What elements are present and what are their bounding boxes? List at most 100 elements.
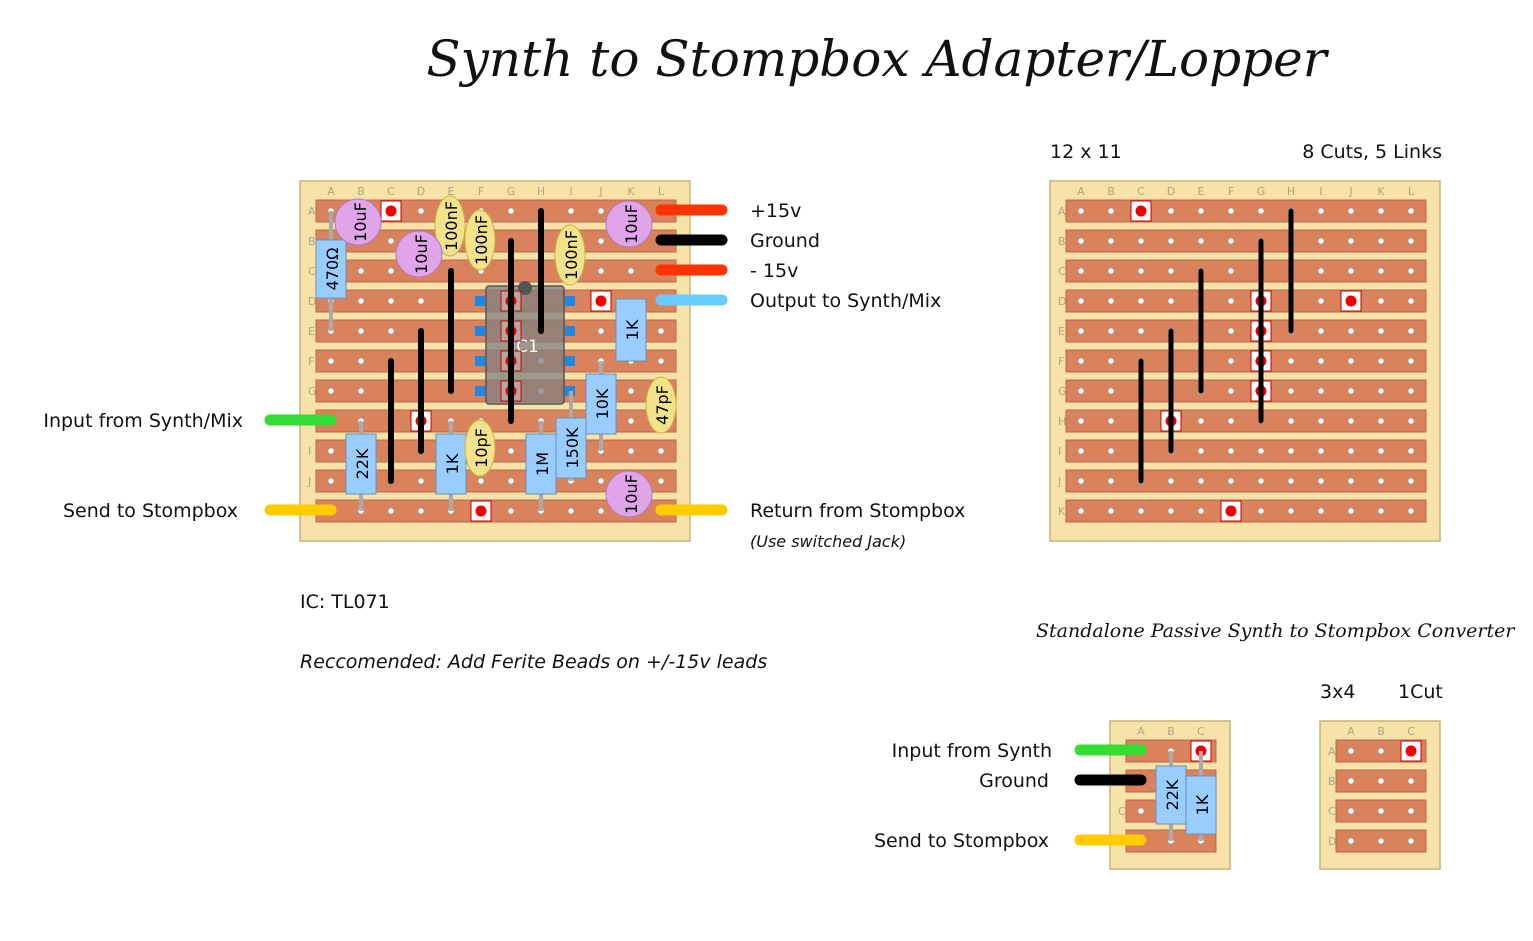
hole bbox=[1377, 747, 1385, 755]
hole bbox=[1167, 297, 1175, 305]
hole bbox=[327, 477, 335, 485]
hole bbox=[1197, 417, 1205, 425]
hole bbox=[387, 237, 395, 245]
hole bbox=[1407, 417, 1415, 425]
hole bbox=[1407, 837, 1415, 845]
hole bbox=[327, 447, 335, 455]
hole bbox=[387, 267, 395, 275]
label-send: Send to Stompbox bbox=[62, 500, 238, 522]
hole bbox=[1317, 507, 1325, 515]
hole bbox=[1077, 267, 1085, 275]
capacitor-10uf-b-label: 10uF bbox=[412, 234, 431, 274]
hole bbox=[477, 477, 485, 485]
hole bbox=[1317, 237, 1325, 245]
column-label: C bbox=[387, 185, 395, 198]
hole bbox=[1377, 297, 1385, 305]
hole bbox=[1347, 237, 1355, 245]
cut-marker bbox=[590, 290, 612, 312]
hole bbox=[1317, 357, 1325, 365]
column-label: H bbox=[537, 185, 545, 198]
row-label: D bbox=[1328, 835, 1336, 848]
hole bbox=[1407, 357, 1415, 365]
hole bbox=[1107, 357, 1115, 365]
column-label: B bbox=[1107, 185, 1115, 198]
label-output: Output to Synth/Mix bbox=[750, 290, 942, 312]
hole bbox=[1227, 297, 1235, 305]
hole bbox=[1347, 747, 1355, 755]
capacitor-10uf-a-label: 10uF bbox=[351, 202, 370, 242]
column-label: B bbox=[1377, 725, 1385, 738]
hole bbox=[567, 507, 575, 515]
hole bbox=[1377, 207, 1385, 215]
hole bbox=[1077, 447, 1085, 455]
copper-strip bbox=[1065, 379, 1427, 403]
hole bbox=[1137, 297, 1145, 305]
hole bbox=[1407, 237, 1415, 245]
row-label: C bbox=[308, 265, 316, 278]
hole bbox=[597, 207, 605, 215]
row-label: D bbox=[308, 295, 316, 308]
resistor-10k-label: 10K bbox=[593, 388, 612, 419]
ic-pin bbox=[475, 356, 485, 366]
hole bbox=[1107, 327, 1115, 335]
capacitor-100nf-b-label: 100nF bbox=[472, 215, 491, 265]
ic-label: IC1 bbox=[511, 337, 539, 357]
capacitor-100nf-a: 100nF bbox=[434, 195, 466, 257]
column-label: F bbox=[1228, 185, 1234, 198]
hole bbox=[1077, 237, 1085, 245]
hole bbox=[597, 507, 605, 515]
hole bbox=[1347, 447, 1355, 455]
hole bbox=[1257, 507, 1265, 515]
hole bbox=[1167, 267, 1175, 275]
converter-title: Standalone Passive Synth to Stompbox Con… bbox=[1036, 620, 1515, 642]
row-label: A bbox=[1328, 745, 1336, 758]
hole bbox=[657, 357, 665, 365]
hole bbox=[1377, 327, 1385, 335]
converter-label-input: Input from Synth bbox=[891, 740, 1052, 762]
hole bbox=[1347, 207, 1355, 215]
converter-resistor-1k: 1K bbox=[1185, 751, 1217, 841]
hole bbox=[1317, 267, 1325, 275]
hole bbox=[387, 297, 395, 305]
row-label: J bbox=[1057, 475, 1061, 488]
cut-marker bbox=[1220, 500, 1242, 522]
column-label: F bbox=[478, 185, 484, 198]
hole bbox=[1227, 477, 1235, 485]
ic-pin bbox=[565, 356, 575, 366]
cut-board-size: 12 x 11 bbox=[1050, 141, 1122, 163]
converter-label-ground: Ground bbox=[979, 770, 1049, 792]
hole bbox=[1107, 267, 1115, 275]
hole bbox=[1227, 237, 1235, 245]
converter-resistor-22k-label: 22K bbox=[1163, 779, 1182, 810]
cut-board-summary: 8 Cuts, 5 Links bbox=[1302, 141, 1442, 163]
hole bbox=[1377, 357, 1385, 365]
row-label: D bbox=[1058, 295, 1066, 308]
hole bbox=[1167, 207, 1175, 215]
hole bbox=[1227, 417, 1235, 425]
hole bbox=[1227, 447, 1235, 455]
resistor-1k-top: 1K bbox=[615, 298, 647, 362]
ic-pin bbox=[565, 326, 575, 336]
hole bbox=[1317, 447, 1325, 455]
resistor-22k: 22K bbox=[345, 421, 377, 511]
hole bbox=[627, 267, 635, 275]
hole bbox=[1137, 267, 1145, 275]
hole bbox=[1077, 327, 1085, 335]
hole bbox=[1167, 237, 1175, 245]
column-label: E bbox=[448, 185, 455, 198]
hole bbox=[1347, 807, 1355, 815]
hole bbox=[1377, 507, 1385, 515]
hole bbox=[657, 327, 665, 335]
hole bbox=[1317, 327, 1325, 335]
converter-size: 3x4 bbox=[1320, 681, 1356, 703]
hole bbox=[1107, 297, 1115, 305]
column-label: D bbox=[417, 185, 425, 198]
hole bbox=[1167, 507, 1175, 515]
column-label: K bbox=[1377, 185, 1385, 198]
column-label: G bbox=[507, 185, 516, 198]
hole bbox=[1407, 207, 1415, 215]
